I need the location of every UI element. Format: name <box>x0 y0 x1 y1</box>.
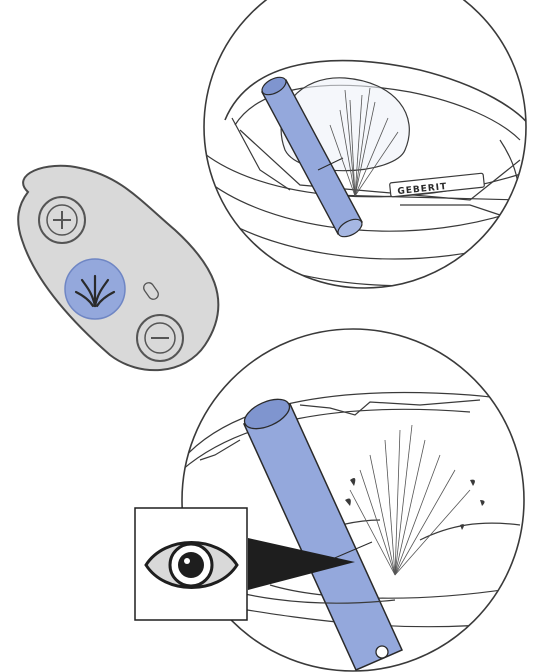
top-detail-view: GEBERIT <box>200 0 533 288</box>
minus-button[interactable] <box>137 315 183 361</box>
remote-control <box>18 166 218 370</box>
spray-button[interactable] <box>65 259 125 319</box>
plus-button[interactable] <box>39 197 85 243</box>
